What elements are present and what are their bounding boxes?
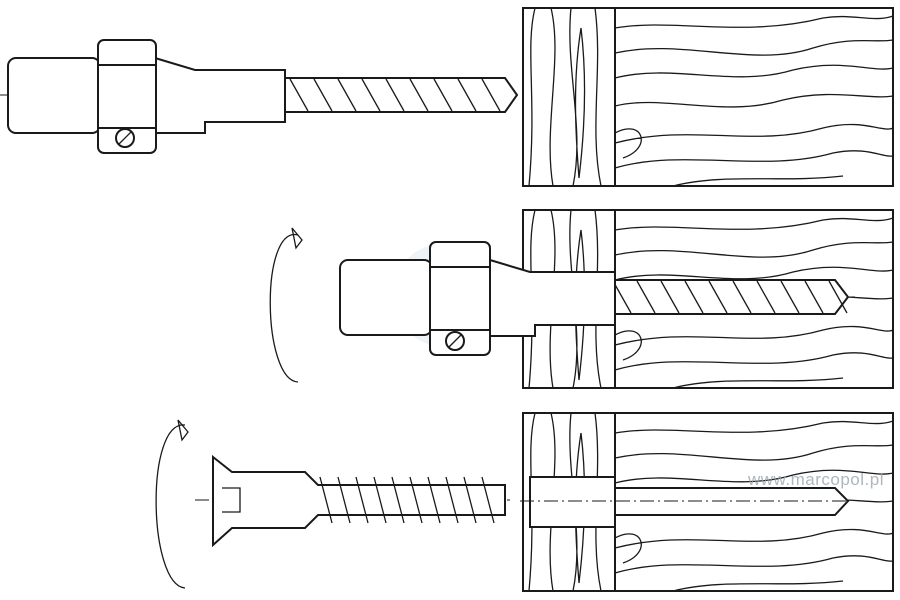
rotation-arrow-icon [155,419,189,589]
countersink-drill-1 [0,39,520,154]
countersink-drill-2 [339,241,855,356]
confirmat-screw [195,454,510,548]
wood-block-1 [522,7,894,187]
drilled-hole [520,476,850,528]
rotation-arrow-icon [269,227,303,383]
watermark: www.marcopol.pl [748,470,884,489]
